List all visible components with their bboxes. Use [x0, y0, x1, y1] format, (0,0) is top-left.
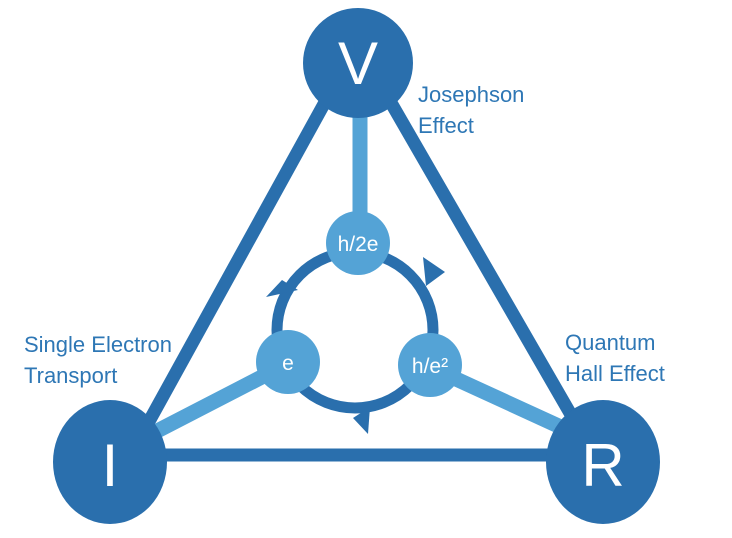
- resistance-quantum-node: [398, 333, 462, 397]
- resistance-label: R: [581, 432, 624, 499]
- flux-quantum-node: [326, 211, 390, 275]
- voltage-label: V: [338, 30, 378, 97]
- resistance-node: [546, 400, 660, 524]
- edge-v-i: [119, 71, 346, 469]
- single-electron-line-2: Transport: [24, 363, 118, 388]
- current-label: I: [102, 432, 119, 499]
- josephson-line-1: Josephson: [418, 82, 525, 107]
- single-electron-caption: Single Electron Transport: [24, 329, 172, 391]
- cycle-arrowhead-bottom: [353, 407, 370, 434]
- charge-label: e: [282, 352, 294, 375]
- josephson-line-2: Effect: [418, 113, 474, 138]
- cycle-arrowhead-left: [266, 280, 298, 297]
- flux-quantum-label: h/2e: [338, 233, 379, 256]
- quantum-hall-line-2: Hall Effect: [565, 361, 665, 386]
- cycle-arrowhead-right: [423, 257, 445, 286]
- current-node: [53, 400, 167, 524]
- quantum-hall-caption: Quantum Hall Effect: [565, 327, 665, 389]
- voltage-node: [303, 8, 413, 118]
- edge-v-r: [369, 71, 606, 469]
- single-electron-line-1: Single Electron: [24, 332, 172, 357]
- charge-node: [256, 330, 320, 394]
- josephson-effect-caption: Josephson Effect: [418, 79, 524, 141]
- resistance-quantum-label: h/e²: [412, 355, 448, 378]
- quantum-hall-line-1: Quantum: [565, 330, 656, 355]
